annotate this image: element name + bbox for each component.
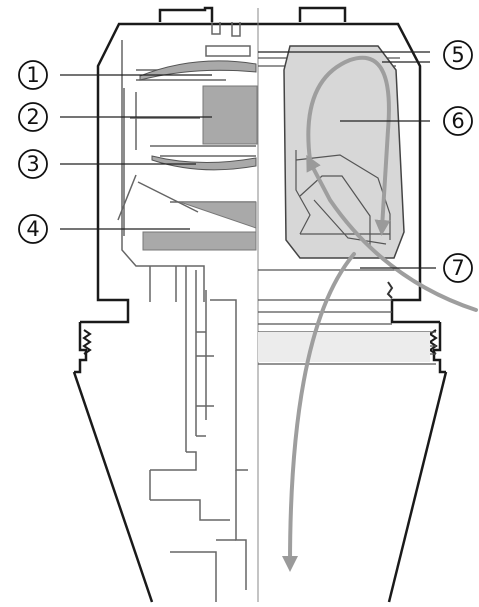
callout-3: 3 [18, 149, 48, 179]
element-4 [142, 201, 257, 251]
threaded-band [258, 332, 430, 362]
callout-4: 4 [18, 214, 48, 244]
svg-text:7: 7 [451, 256, 464, 280]
svg-text:5: 5 [451, 43, 464, 67]
hook-detail [386, 281, 394, 299]
flow-arrows [282, 55, 478, 572]
svg-text:4: 4 [26, 217, 39, 241]
svg-text:2: 2 [26, 105, 39, 129]
top-cap-detail [205, 22, 251, 57]
callout-7: 7 [443, 253, 473, 283]
callout-2: 2 [18, 102, 48, 132]
lens-element-1 [139, 60, 257, 81]
callout-6: 6 [443, 106, 473, 136]
lens-element-3 [151, 155, 257, 171]
svg-text:6: 6 [451, 109, 464, 133]
callout-5: 5 [443, 40, 473, 70]
lens-element-2 [202, 85, 258, 145]
svg-text:1: 1 [26, 63, 39, 87]
leader-lines [60, 51, 436, 269]
svg-text:3: 3 [26, 152, 39, 176]
callout-1: 1 [18, 60, 48, 90]
